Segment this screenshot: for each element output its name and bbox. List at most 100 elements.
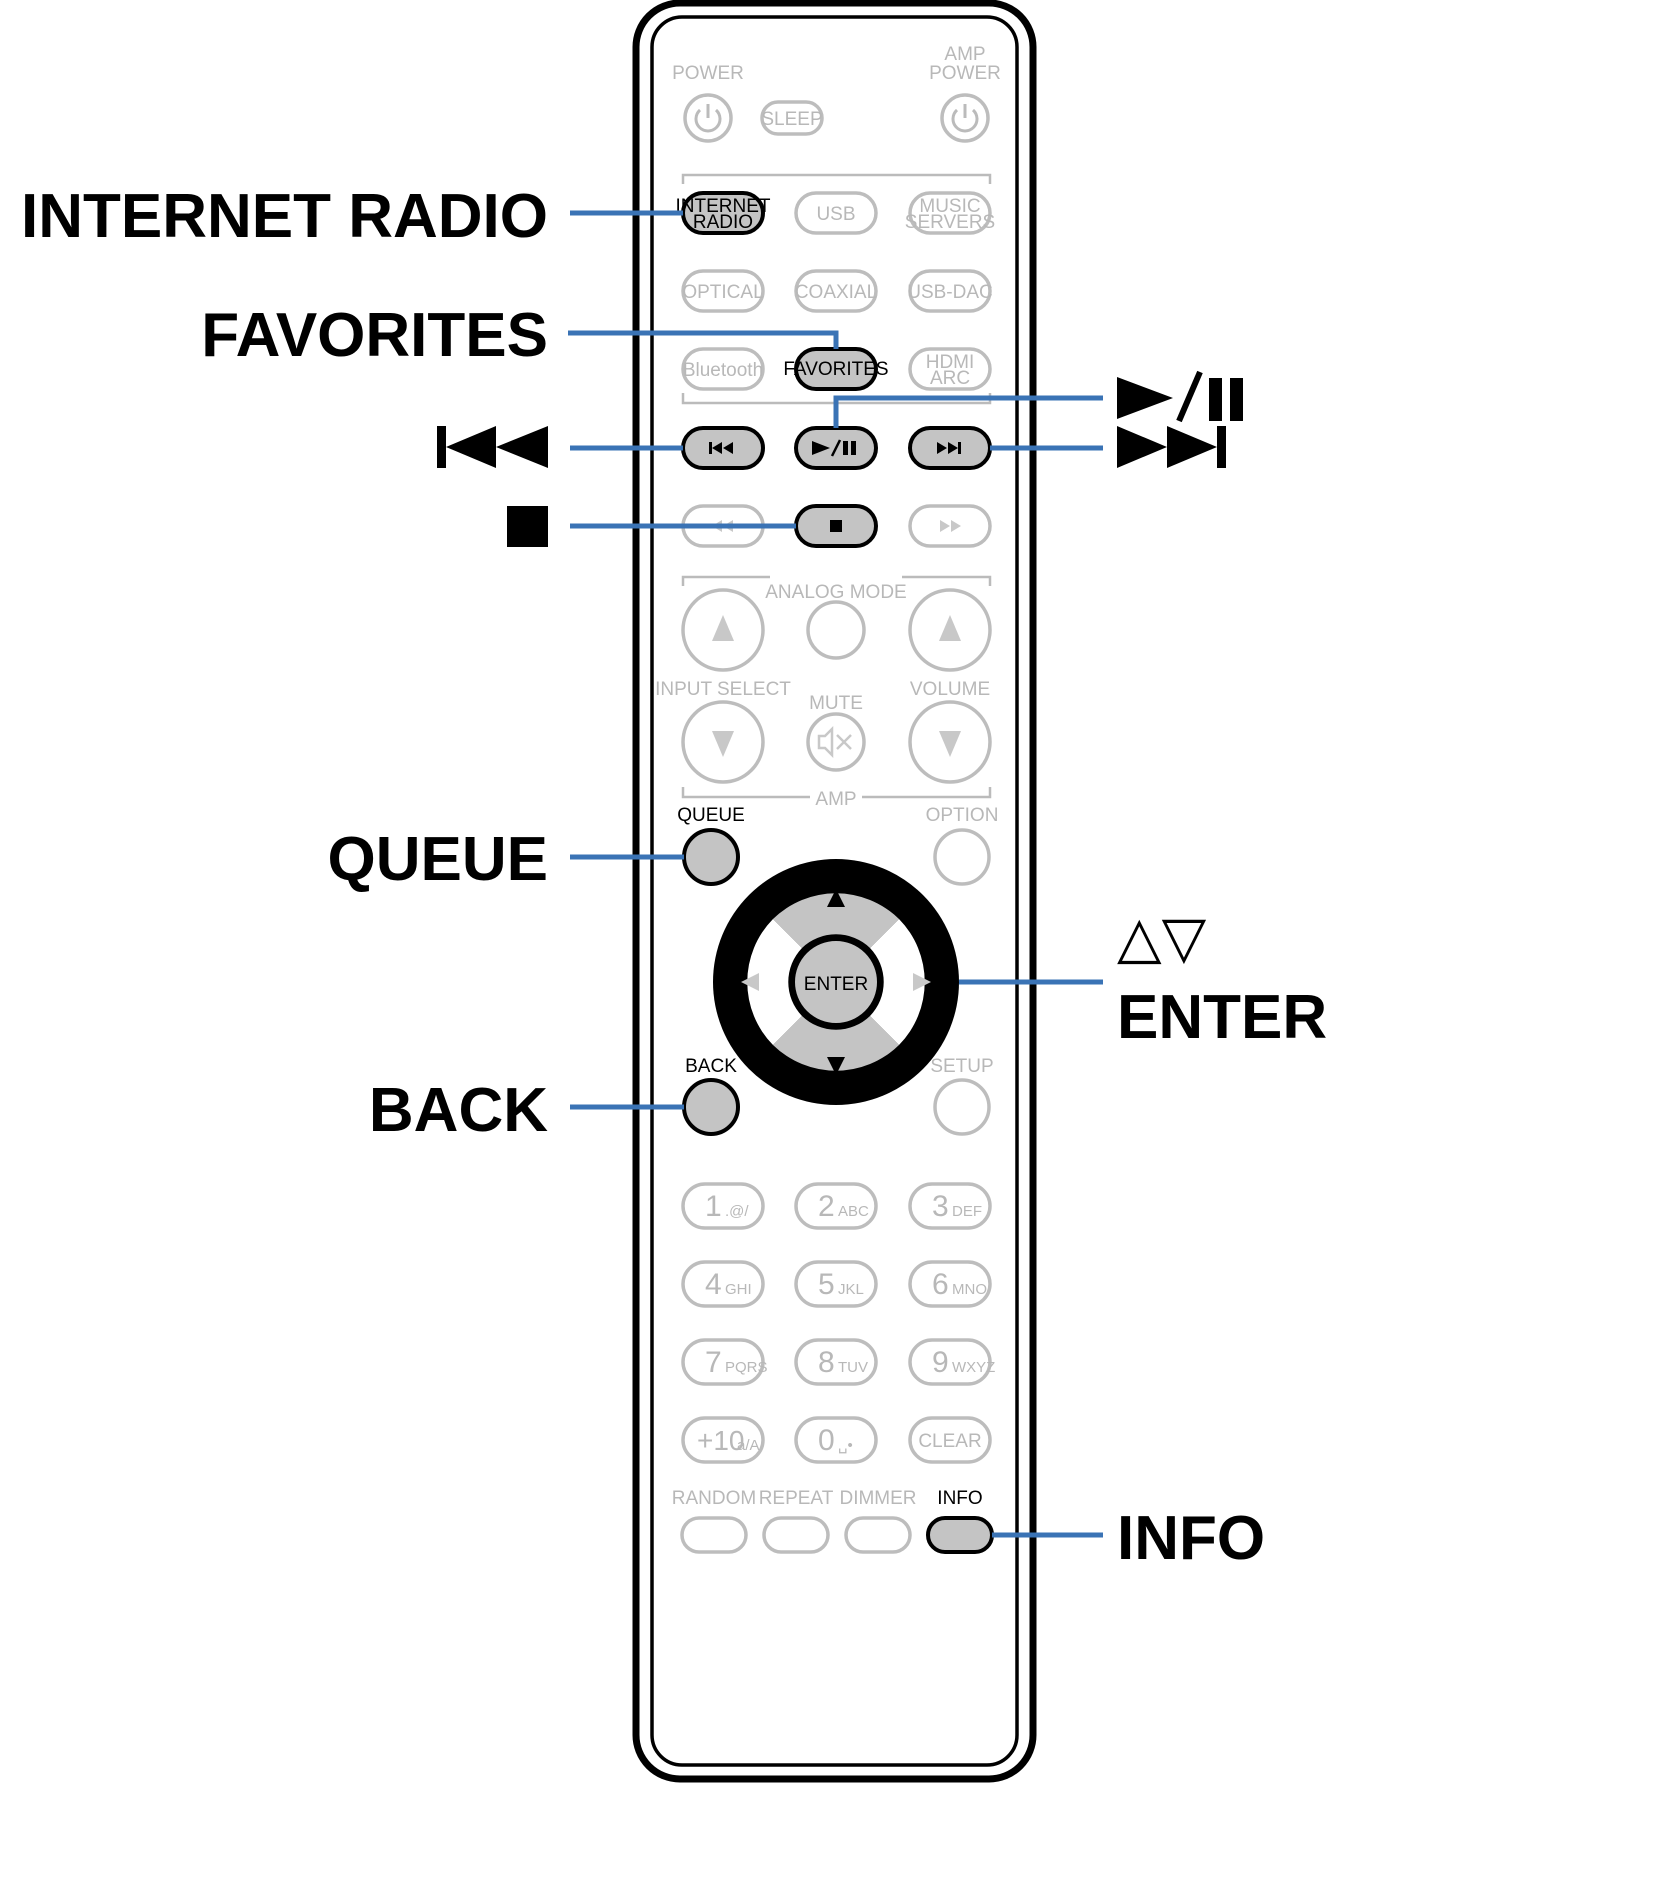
mute-button[interactable] xyxy=(806,712,866,772)
power-button[interactable] xyxy=(683,93,733,143)
volume-up-button[interactable] xyxy=(908,588,992,672)
numpad-key-main: 7 xyxy=(705,1346,722,1379)
coaxial-button[interactable]: COAXIAL xyxy=(794,269,878,313)
info-label: INFO xyxy=(937,1488,982,1509)
music-servers-button[interactable]: MUSIC SERVERS xyxy=(905,191,995,235)
numpad-key-sub: MNO xyxy=(952,1281,987,1298)
usb-dac-button[interactable]: USB-DAC xyxy=(907,269,993,313)
leader-play-pause xyxy=(833,395,1103,428)
favorites-label: FAVORITES xyxy=(783,359,888,380)
analog-mode-bracket-right xyxy=(902,575,992,586)
optical-button[interactable]: OPTICAL xyxy=(681,269,765,313)
favorites-button[interactable]: FAVORITES xyxy=(783,347,889,391)
stop-button[interactable] xyxy=(794,504,878,548)
prev-button[interactable] xyxy=(681,426,765,470)
play-pause-icon xyxy=(812,439,856,457)
dpad-up-button[interactable] xyxy=(773,893,899,948)
numpad-key-main: 3 xyxy=(932,1190,949,1223)
dimmer-label: DIMMER xyxy=(839,1488,916,1509)
callout-queue: QUEUE xyxy=(328,825,548,894)
numpad-key-10[interactable]: +10a/A xyxy=(681,1416,765,1464)
callout-play-pause-icon xyxy=(1117,370,1243,423)
amp-power-button[interactable] xyxy=(940,93,990,143)
repeat-button[interactable] xyxy=(762,1516,830,1554)
power-label: POWER xyxy=(672,63,744,84)
analog-mode-label: ANALOG MODE xyxy=(765,582,906,603)
numpad-key-main: 1 xyxy=(705,1190,722,1223)
queue-label: QUEUE xyxy=(677,805,745,826)
fast-forward-button[interactable] xyxy=(908,504,992,548)
arrow-right-icon xyxy=(913,973,931,991)
numpad-key-sub: ␣• xyxy=(838,1437,853,1454)
amp-label: AMP xyxy=(815,789,856,810)
callout-back: BACK xyxy=(369,1076,548,1145)
numpad-key-sub: ABC xyxy=(838,1203,869,1220)
numpad-key-sub: WXYZ xyxy=(952,1359,995,1376)
mute-label: MUTE xyxy=(809,693,863,714)
numpad-key-clear[interactable]: CLEAR xyxy=(908,1416,992,1464)
numpad-key-main: 0 xyxy=(818,1424,835,1457)
numpad-key-0[interactable]: 0␣• xyxy=(794,1416,878,1464)
triangle-down-icon xyxy=(939,731,961,757)
callout-info: INFO xyxy=(1117,1504,1265,1573)
option-button[interactable] xyxy=(933,828,991,886)
dimmer-button[interactable] xyxy=(844,1516,912,1554)
internet-radio-button[interactable]: INTERNET RADIO xyxy=(676,191,771,235)
source-group-bracket xyxy=(681,173,992,184)
sleep-button[interactable]: SLEEP xyxy=(760,100,824,136)
queue-button[interactable] xyxy=(682,828,740,886)
numpad-key-sub: GHI xyxy=(725,1281,752,1298)
input-select-up-button[interactable] xyxy=(681,588,765,672)
setup-button[interactable] xyxy=(933,1078,991,1136)
numpad-key-main: 5 xyxy=(818,1268,835,1301)
back-label: BACK xyxy=(685,1056,737,1077)
music-servers-label-2: SERVERS xyxy=(905,212,995,233)
arrow-left-icon xyxy=(741,973,759,991)
volume-label: VOLUME xyxy=(910,679,990,700)
random-button[interactable] xyxy=(680,1516,748,1554)
enter-button[interactable]: ENTER xyxy=(791,937,881,1027)
leader-favorites xyxy=(568,330,839,349)
next-button[interactable] xyxy=(908,426,992,470)
input-select-down-button[interactable] xyxy=(681,700,765,784)
triangle-down-icon xyxy=(712,731,734,757)
numpad-key-main: 4 xyxy=(705,1268,722,1301)
prev-icon xyxy=(709,442,733,454)
amp-power-label-1: AMP xyxy=(944,44,985,65)
dpad-down-button[interactable] xyxy=(773,1016,899,1071)
bluetooth-label: Bluetooth xyxy=(683,360,763,381)
volume-down-button[interactable] xyxy=(908,700,992,784)
triangle-up-icon xyxy=(939,615,961,641)
usb-button[interactable]: USB xyxy=(794,191,878,235)
dpad-right-button[interactable] xyxy=(870,919,925,1045)
numpad-key-sub: DEF xyxy=(952,1203,982,1220)
play-pause-button[interactable] xyxy=(794,426,878,470)
repeat-label: REPEAT xyxy=(759,1488,834,1509)
sleep-label: SLEEP xyxy=(761,109,822,130)
bluetooth-button[interactable]: Bluetooth xyxy=(681,347,765,391)
numpad-key-main: 8 xyxy=(818,1346,835,1379)
info-button[interactable] xyxy=(926,1516,994,1554)
arrow-down-icon xyxy=(827,1057,845,1075)
setup-label: SETUP xyxy=(930,1056,993,1077)
numpad-key-1[interactable]: 1.@/ xyxy=(681,1182,765,1230)
hdmi-arc-label-1: HDMI xyxy=(926,352,975,373)
numpad-key-sub: .@/ xyxy=(725,1203,749,1220)
hdmi-arc-label-2: ARC xyxy=(930,368,970,389)
input-select-label: INPUT SELECT xyxy=(655,679,791,700)
next-icon xyxy=(937,442,961,454)
hdmi-arc-button[interactable]: HDMI ARC xyxy=(908,347,992,391)
back-button[interactable] xyxy=(682,1078,740,1136)
analog-mode-button[interactable] xyxy=(806,600,866,660)
dpad-left-button[interactable] xyxy=(747,919,802,1045)
numpad-key-main: 2 xyxy=(818,1190,835,1223)
